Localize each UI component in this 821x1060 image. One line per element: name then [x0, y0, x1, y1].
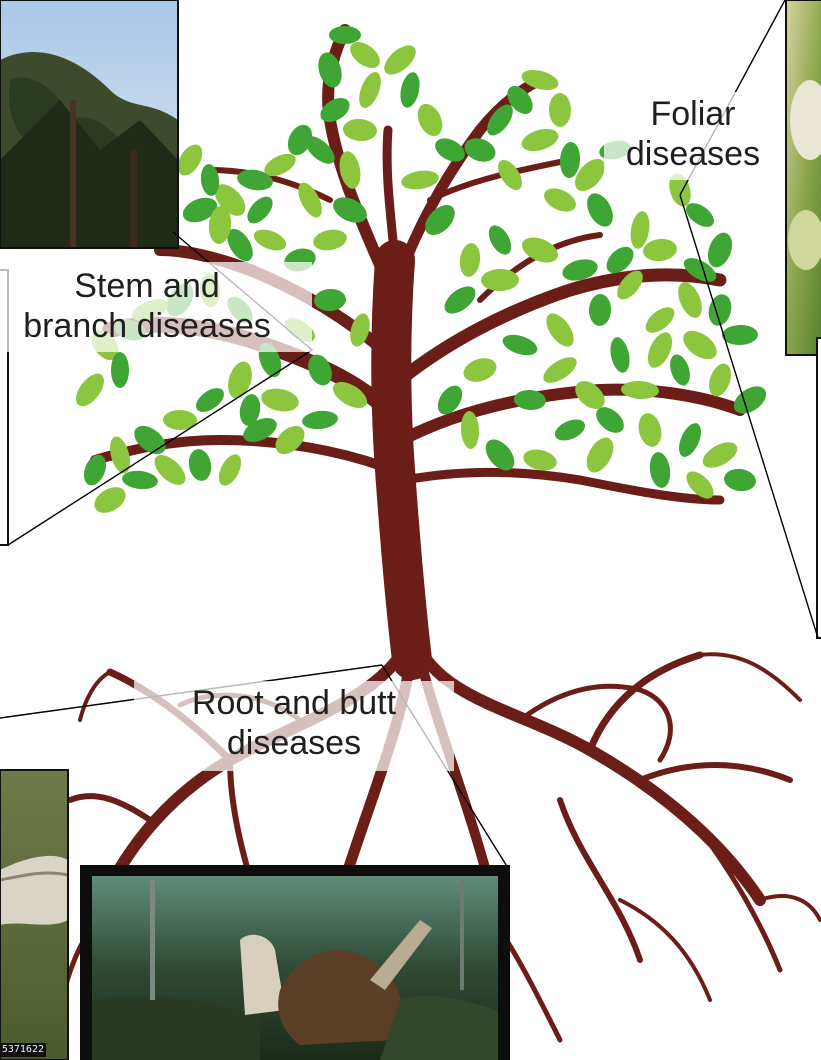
leaf: [666, 352, 693, 388]
leaf: [642, 237, 678, 263]
uprooted-stump-photo: [80, 865, 510, 1060]
leaf: [559, 141, 581, 178]
leaf: [723, 467, 758, 493]
leaf: [342, 118, 378, 143]
leaf: [243, 192, 278, 228]
leaf: [440, 281, 481, 319]
label-root-butt-diseases: Root and butt diseases: [134, 681, 454, 771]
label-stem-branch-diseases: Stem and branch diseases: [0, 262, 312, 352]
leaf: [552, 415, 589, 444]
leaf: [111, 352, 129, 388]
leaf: [678, 325, 722, 365]
leaf: [192, 383, 228, 416]
leaf: [541, 309, 579, 352]
leaf: [311, 227, 348, 253]
leaf: [581, 433, 619, 477]
leaf: [635, 411, 664, 449]
leaf: [500, 331, 540, 359]
leaf: [588, 294, 611, 327]
leaf: [355, 69, 385, 111]
leaf: [314, 50, 345, 91]
leaf: [549, 93, 572, 127]
leaf: [540, 184, 579, 216]
leaf: [648, 451, 673, 489]
leaf: [519, 125, 561, 155]
foliage-photo: [786, 0, 821, 355]
leaf: [481, 269, 519, 292]
leaf: [413, 100, 447, 140]
leaf: [722, 324, 759, 345]
label-foliar-diseases: Foliar diseases: [604, 92, 782, 180]
leaf: [582, 189, 618, 231]
leaf: [705, 361, 735, 400]
label-root-line2: diseases: [134, 723, 454, 763]
leaf: [641, 302, 679, 337]
leaf: [400, 168, 440, 192]
label-root-line1: Root and butt: [134, 683, 454, 723]
label-stem-line2: branch diseases: [0, 306, 312, 346]
leaf: [460, 354, 499, 386]
fallen-log-photo: [0, 770, 68, 1060]
leaf: [539, 352, 581, 388]
leaf: [186, 447, 213, 482]
leaf: [397, 71, 422, 110]
pine-tree-photo: [0, 0, 178, 248]
leaf: [699, 437, 742, 473]
leaf: [90, 482, 130, 518]
leaf: [121, 469, 159, 491]
leaf: [704, 229, 737, 270]
leaf: [214, 451, 245, 489]
leaf: [251, 226, 289, 255]
label-stem-line1: Stem and: [0, 266, 312, 306]
leaf: [458, 242, 482, 278]
right-edge-photo: [817, 338, 821, 638]
leaf: [71, 369, 110, 411]
photo-id-number: 5371622: [0, 1043, 46, 1057]
label-foliar-line1: Foliar: [604, 94, 782, 134]
leaf: [329, 26, 361, 44]
leaf: [673, 279, 706, 322]
leaf: [674, 420, 705, 460]
leaf: [259, 386, 300, 415]
leaf: [301, 409, 339, 431]
leaf: [484, 222, 516, 259]
leaf: [607, 336, 632, 375]
label-foliar-line2: diseases: [604, 134, 782, 174]
